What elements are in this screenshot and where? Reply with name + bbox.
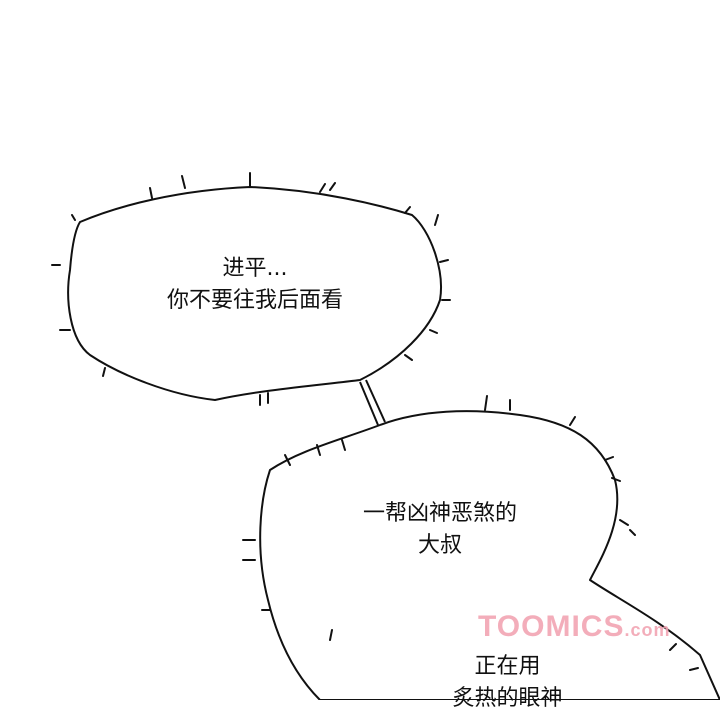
- bubble-line: 大叔: [417, 533, 462, 558]
- bubble-1-outline: [67, 186, 442, 401]
- bubble-line: 炙热的眼神: [452, 686, 563, 711]
- toomics-watermark-logo: TOOMICS.com: [478, 610, 670, 647]
- watermark-suffix: .com: [624, 620, 671, 640]
- bubble-2-outline: [259, 410, 720, 700]
- speech-bubble-3-text: 正在用 炙热的眼神: [420, 651, 595, 715]
- speech-bubbles-art: [51, 172, 720, 700]
- bubble-line: 正在用: [474, 654, 541, 679]
- bubble-connector: [359, 379, 386, 426]
- bubble-line: 你不要往我后面看: [166, 288, 343, 313]
- speech-bubble-2-text: 一帮凶神恶煞的 大叔: [340, 498, 540, 562]
- bubble-line: 进平...: [222, 256, 288, 281]
- bubble-spikes: [51, 172, 699, 671]
- speech-bubble-1-text: 进平... 你不要往我后面看: [145, 253, 365, 317]
- watermark-main: TOOMICS: [478, 610, 625, 643]
- bubble-line: 一帮凶神恶煞的: [362, 501, 517, 526]
